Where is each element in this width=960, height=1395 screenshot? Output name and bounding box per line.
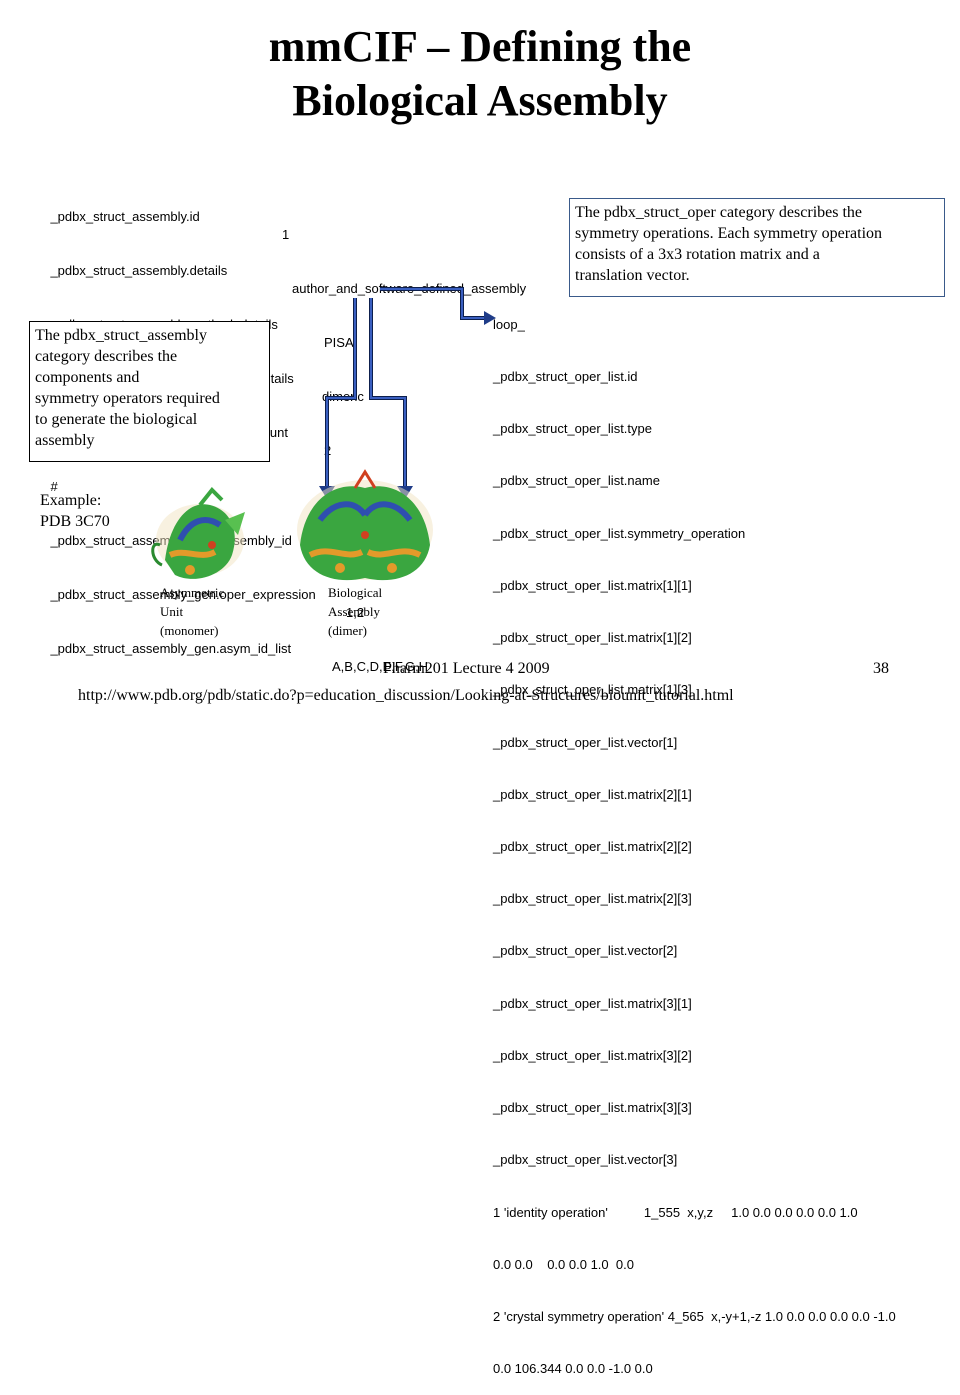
footer-page-number: 38 bbox=[873, 660, 889, 677]
assembly-key: _pdbx_struct_assembly.id bbox=[50, 209, 200, 224]
asymmetric-unit-image bbox=[151, 487, 245, 579]
oper-line: _pdbx_struct_oper_list.name bbox=[493, 473, 660, 489]
assembly-value: 1 bbox=[282, 227, 290, 242]
assembly-key: _pdbx_struct_assembly_gen.oper_expressio… bbox=[50, 587, 316, 602]
example-line-2: PDB 3C70 bbox=[40, 513, 110, 530]
biological-assembly-image bbox=[297, 469, 433, 581]
assembly-row: _pdbx_struct_assembly_gen.asym_id_list A… bbox=[36, 622, 576, 674]
footer-url[interactable]: http://www.pdb.org/pdb/static.do?p=educa… bbox=[78, 687, 734, 704]
oper-line: 2 'crystal symmetry operation' 4_565 x,-… bbox=[493, 1308, 896, 1324]
caption-line: Assembly bbox=[328, 604, 380, 619]
assembly-key: # bbox=[50, 479, 58, 494]
oper-line: _pdbx_struct_oper_list.matrix[1][2] bbox=[493, 630, 692, 646]
oper-line: _pdbx_struct_oper_list.vector[3] bbox=[493, 1152, 678, 1168]
arrow-down-left bbox=[319, 298, 357, 499]
oper-line: _pdbx_struct_oper_list.matrix[3][2] bbox=[493, 1047, 692, 1063]
oper-line: _pdbx_struct_oper_list.vector[2] bbox=[493, 943, 678, 959]
assembly-description-box: The pdbx_struct_assembly category descri… bbox=[29, 321, 270, 462]
assembly-note-line: assembly bbox=[35, 432, 95, 449]
caption-line: (monomer) bbox=[160, 623, 219, 638]
assembly-row: _pdbx_struct_assembly.id 1 bbox=[36, 190, 576, 242]
assembly-value: 1,2 bbox=[346, 605, 365, 620]
arrow-down-right bbox=[369, 298, 413, 499]
oper-note-line: consists of a 3x3 rotation matrix and a bbox=[575, 246, 820, 263]
caption-line: Asymmetric bbox=[160, 585, 225, 600]
assembly-note-line: symmetry operators required bbox=[35, 390, 220, 407]
oper-line: _pdbx_struct_oper_list.matrix[1][1] bbox=[493, 577, 692, 593]
caption-line: (dimer) bbox=[328, 623, 367, 638]
footer-lecture: Pharm201 Lecture 4 2009 bbox=[383, 660, 550, 677]
oper-line: loop_ bbox=[493, 316, 525, 332]
assembly-note-line: components and bbox=[35, 369, 140, 386]
oper-line: _pdbx_struct_oper_list.matrix[2][1] bbox=[493, 786, 692, 802]
assembly-value: PISA bbox=[324, 335, 354, 350]
oper-line: _pdbx_struct_oper_list.id bbox=[493, 369, 638, 385]
caption-line: Biological bbox=[328, 585, 383, 600]
example-label: Example: PDB 3C70 bbox=[40, 490, 110, 532]
assembly-note-line: to generate the biological bbox=[35, 411, 198, 428]
oper-line: 0.0 106.344 0.0 0.0 -1.0 0.0 bbox=[493, 1361, 653, 1377]
oper-line: _pdbx_struct_oper_list.vector[1] bbox=[493, 734, 678, 750]
arrow-to-oper-list bbox=[380, 287, 496, 325]
oper-line: 1 'identity operation' 1_555 x,y,z 1.0 0… bbox=[493, 1204, 858, 1220]
assembly-note-line: The pdbx_struct_assembly bbox=[35, 327, 207, 344]
oper-line: _pdbx_struct_oper_list.type bbox=[493, 421, 652, 437]
oper-description-box: The pdbx_struct_oper category describes … bbox=[569, 198, 945, 297]
oper-line: _pdbx_struct_oper_list.matrix[2][3] bbox=[493, 891, 692, 907]
assembly-key: _pdbx_struct_assembly_gen.asym_id_list bbox=[50, 641, 292, 656]
oper-line: _pdbx_struct_oper_list.matrix[3][3] bbox=[493, 1100, 692, 1116]
asymmetric-unit-caption: Asymmetric Unit (monomer) bbox=[160, 583, 224, 640]
oper-note-line: translation vector. bbox=[575, 267, 690, 284]
slide-title: mmCIF – Defining the Biological Assembly bbox=[0, 20, 960, 128]
oper-line: _pdbx_struct_oper_list.matrix[3][1] bbox=[493, 995, 692, 1011]
diagram-overlay bbox=[151, 287, 496, 581]
oper-note-line: symmetry operations. Each symmetry opera… bbox=[575, 225, 883, 242]
assembly-row: _pdbx_struct_assembly_gen.oper_expressio… bbox=[36, 568, 576, 620]
oper-line: 0.0 0.0 0.0 0.0 1.0 0.0 bbox=[493, 1256, 634, 1272]
title-line-2: Biological Assembly bbox=[292, 76, 668, 125]
oper-note-line: The pdbx_struct_oper category describes … bbox=[575, 204, 863, 221]
oper-line: _pdbx_struct_oper_list.matrix[1][3] bbox=[493, 682, 692, 698]
caption-line: Unit bbox=[160, 604, 184, 619]
oper-line: _pdbx_struct_oper_list.symmetry_operatio… bbox=[493, 525, 746, 541]
assembly-note-line: category describes the bbox=[35, 348, 178, 365]
assembly-key: _pdbx_struct_assembly.details bbox=[50, 263, 228, 278]
title-line-1: mmCIF – Defining the bbox=[268, 22, 692, 71]
oper-line: _pdbx_struct_oper_list.matrix[2][2] bbox=[493, 839, 692, 854]
assembly-value: A,B,C,D,E,F,G,H bbox=[332, 659, 429, 674]
biological-assembly-caption: Biological Assembly (dimer) bbox=[328, 583, 382, 640]
example-line-1: Example: bbox=[40, 492, 102, 509]
assembly-row: # bbox=[36, 460, 576, 494]
